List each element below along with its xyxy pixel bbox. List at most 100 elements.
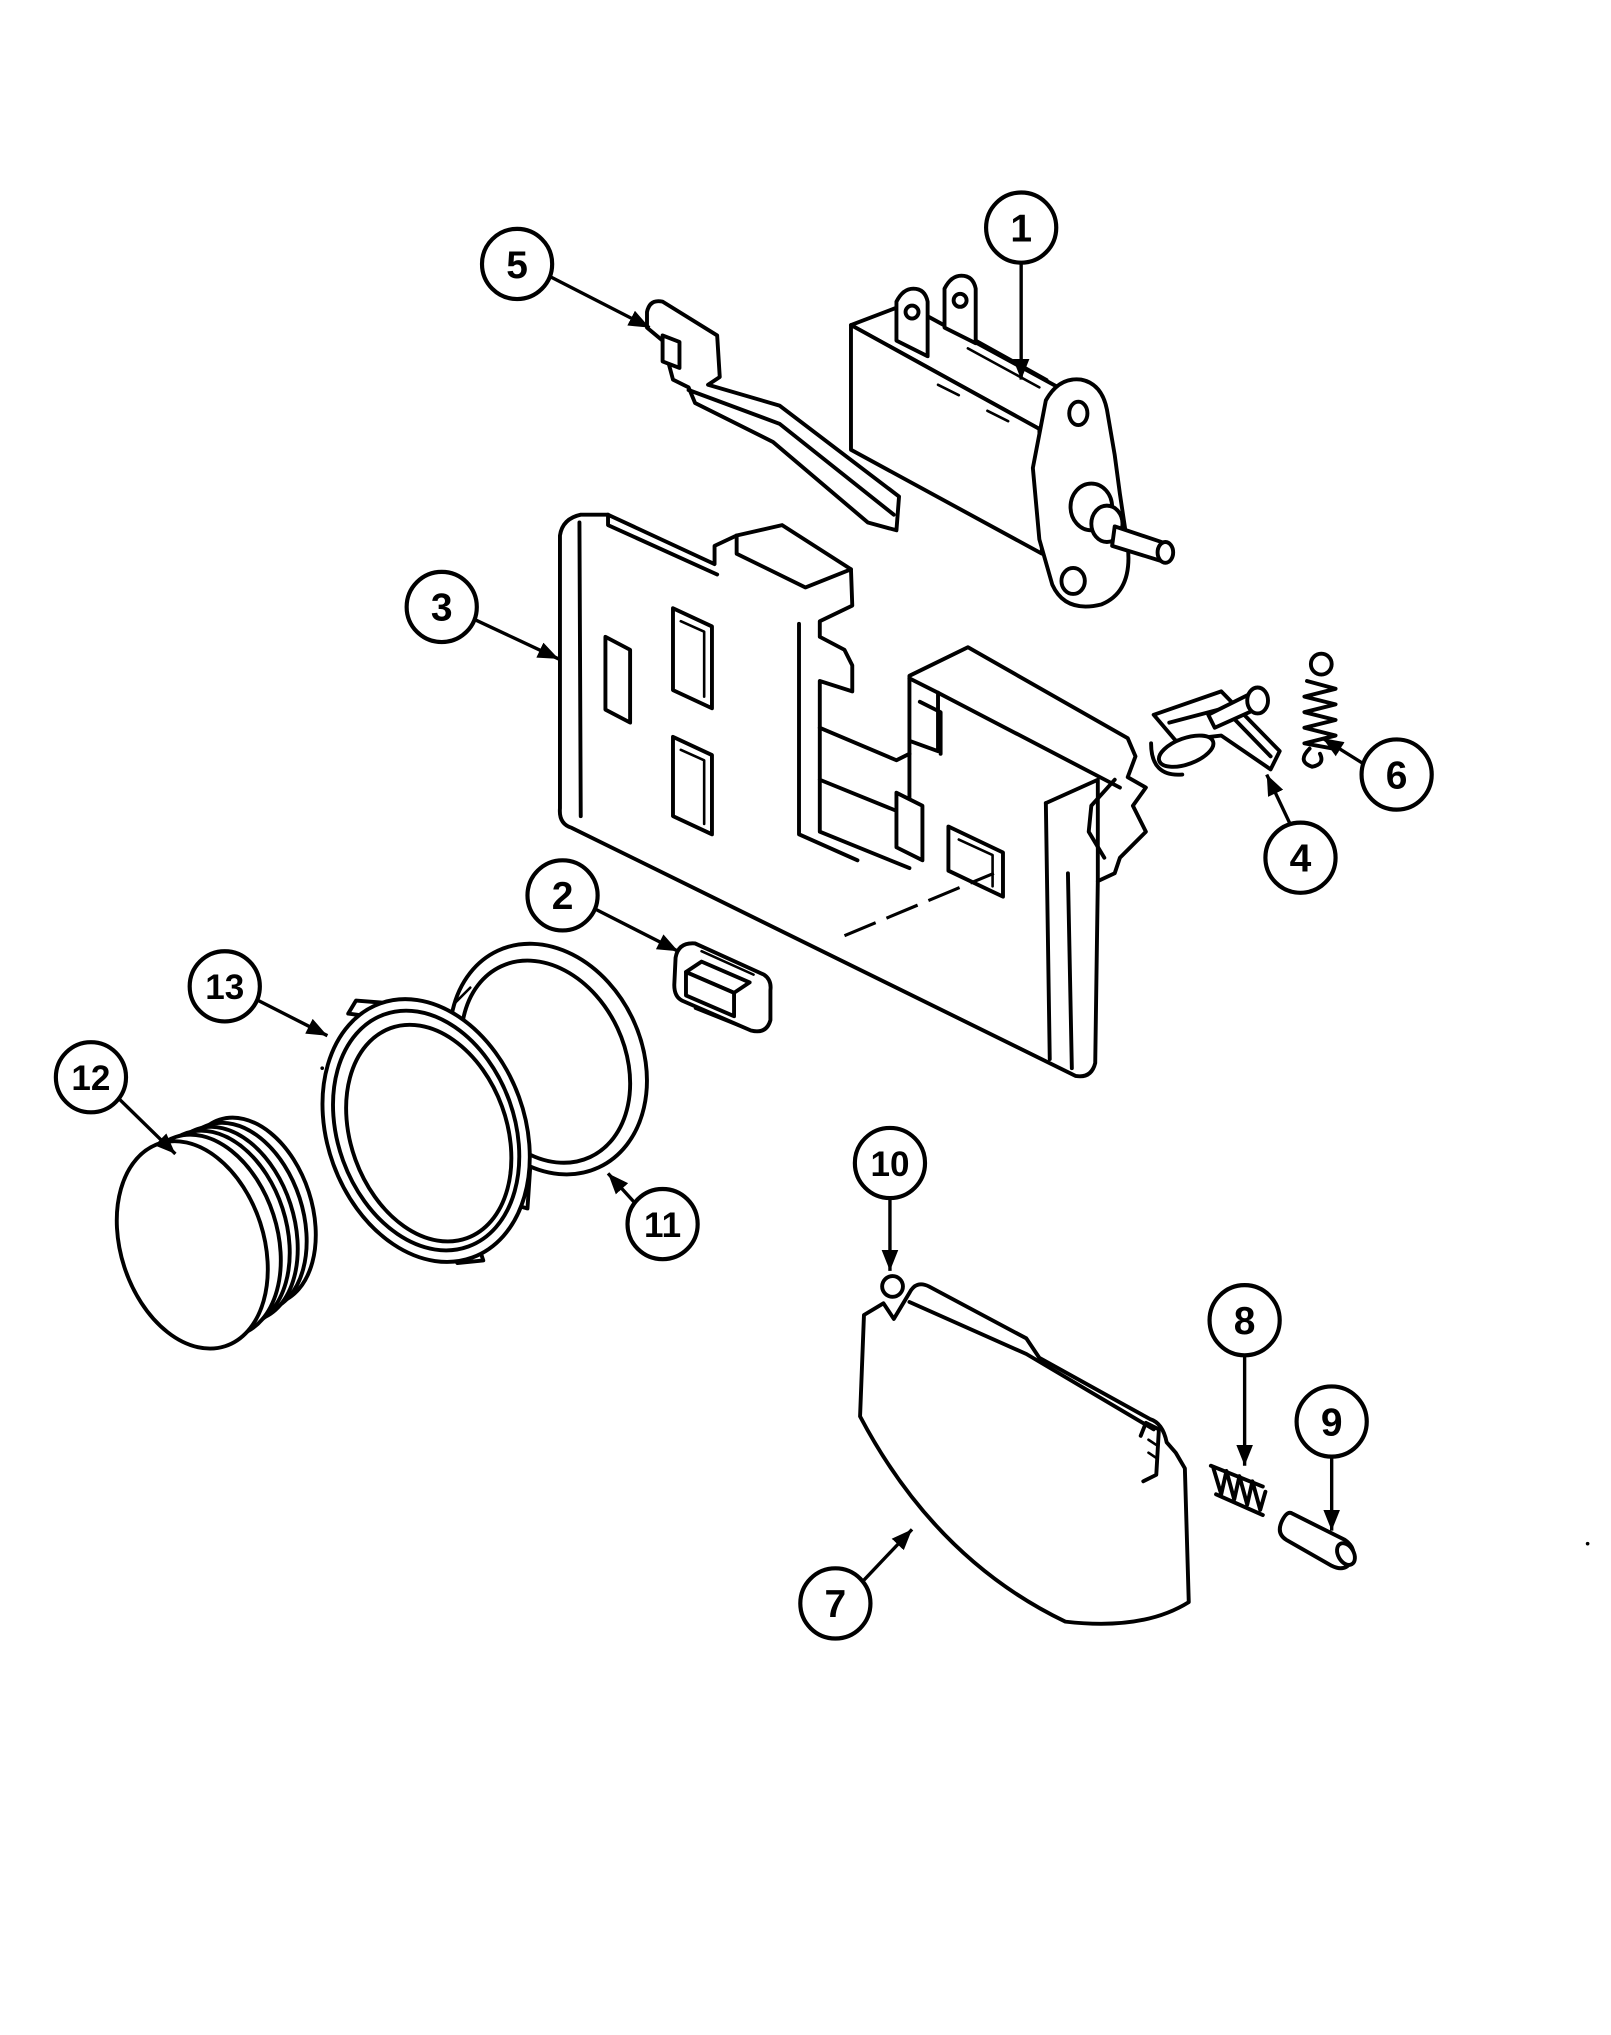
- callout-13-circle: [187, 949, 262, 1024]
- callout-2-label: 2: [552, 875, 574, 918]
- callout-5-label: 5: [506, 244, 528, 287]
- part-13-inner: [344, 1022, 514, 1244]
- callout-3-circle: [404, 569, 479, 645]
- part-5-lever: [645, 299, 901, 533]
- callout-7-arrow: [862, 1528, 914, 1582]
- part-3-top-edge: [606, 512, 720, 577]
- callout-2-arrow: [595, 908, 679, 953]
- callout-6-arrow: [1321, 736, 1366, 766]
- part-2-button-front: [684, 970, 736, 1019]
- part-3-slot-left: [603, 634, 633, 725]
- callout-3: 3: [404, 569, 479, 645]
- part-3-lower-flange-a: [1043, 801, 1052, 1062]
- callout-8-circle: [1207, 1283, 1282, 1358]
- part-4-latch: [1149, 685, 1282, 777]
- callout-11-arrow: [606, 1172, 636, 1204]
- part-6-hook-top: [1308, 651, 1334, 677]
- part-3-slot-lower-inner: [679, 748, 706, 826]
- part-1-shaft-end: [1155, 540, 1176, 565]
- part-3-inner-ledge: [817, 725, 912, 763]
- callout-10: 10: [852, 1125, 928, 1201]
- part-3-slot-right: [946, 824, 1005, 899]
- part-3-channel-right: [817, 777, 912, 871]
- callout-1: 1: [984, 190, 1059, 265]
- assembly-dashed-line: [843, 871, 995, 938]
- part-7-outline: [858, 1282, 1191, 1626]
- callout-9-circle: [1294, 1384, 1369, 1459]
- part-7-top-edge: [907, 1300, 1156, 1432]
- part-1-terminal-a: [894, 286, 930, 359]
- part-4-roller: [1156, 733, 1216, 769]
- callout-10-circle: [852, 1125, 928, 1201]
- part-1-terminal-b-hole: [951, 291, 969, 309]
- callout-1-circle: [984, 190, 1059, 265]
- part-3-box-tab: [917, 699, 943, 756]
- callout-4: 4: [1263, 820, 1338, 895]
- callout-11-label: 11: [644, 1206, 681, 1245]
- callout-4-arrow: [1265, 773, 1292, 825]
- part-3-block-edge: [734, 533, 853, 590]
- callout-8-label: 8: [1234, 1300, 1256, 1343]
- callout-8: 8: [1207, 1283, 1282, 1358]
- part-7-door: [858, 1282, 1191, 1626]
- callout-13-label: 13: [205, 968, 244, 1007]
- part-9-pin: [1277, 1510, 1357, 1571]
- callout-11: 11: [625, 1186, 700, 1262]
- callout-13-arrow: [257, 999, 329, 1038]
- part-7-hinge: [1138, 1420, 1161, 1484]
- part-3-slot-upper-inner: [679, 619, 706, 698]
- callout-12: 12: [53, 1040, 129, 1115]
- leader-arrows: [118, 262, 1366, 1582]
- part-3-channel-left: [797, 621, 860, 863]
- callout-10-label: 10: [870, 1145, 909, 1184]
- part-1-flange-hole-top: [1067, 399, 1090, 428]
- callout-6-circle: [1359, 737, 1434, 812]
- part-10-pin-head: [880, 1274, 905, 1299]
- callout-12-label: 12: [71, 1059, 110, 1098]
- part-5-slot: [660, 333, 682, 370]
- part-1-terminal-b: [942, 273, 978, 346]
- part-11-split: [453, 986, 472, 1005]
- part-6-spring: [1301, 651, 1338, 769]
- part-1-flange-hole-bottom: [1059, 566, 1087, 596]
- part-8-spring: [1208, 1463, 1268, 1518]
- part-6-coil: [1302, 679, 1338, 751]
- part-3-slot-upper: [671, 606, 714, 711]
- speck-right: [1585, 1541, 1590, 1546]
- part-7-hinge-detail: [1147, 1438, 1158, 1460]
- part-3-outline: [557, 512, 1148, 1079]
- callout-7-circle: [798, 1566, 873, 1641]
- part-3-left-flange-edge: [577, 520, 583, 819]
- callout-3-label: 3: [431, 587, 453, 630]
- part-5-edge: [686, 388, 896, 517]
- callout-12-circle: [53, 1040, 129, 1115]
- part-3-lower-flange-b: [1065, 871, 1074, 1071]
- part-1-windings: [936, 339, 1049, 423]
- callout-11-circle: [625, 1186, 700, 1262]
- part-3-bracket: [557, 512, 1148, 1079]
- part-5-outline: [645, 299, 901, 533]
- callout-6: 6: [1359, 737, 1434, 812]
- part-3-lower-flange-c: [1043, 777, 1100, 884]
- part-10-pin: [880, 1274, 905, 1299]
- callout-5-arrow: [550, 275, 651, 330]
- callout-3-arrow: [474, 618, 560, 661]
- callout-13: 13: [187, 949, 262, 1024]
- part-3-slot-mid: [894, 790, 925, 863]
- part-3-slot-lower: [671, 734, 714, 837]
- callout-4-circle: [1263, 820, 1338, 895]
- part-12-cap: [114, 1115, 318, 1351]
- part-13-bezel: [320, 997, 533, 1265]
- part-1-switch: [849, 273, 1176, 609]
- part-9-end: [1335, 1541, 1357, 1567]
- callout-2-circle: [525, 858, 600, 933]
- callout-5-circle: [479, 226, 555, 302]
- part-2-texture: [693, 949, 755, 1031]
- part-6-hook-bottom: [1301, 746, 1324, 769]
- callout-2: 2: [525, 858, 600, 933]
- callout-5: 5: [479, 226, 555, 302]
- callout-7: 7: [798, 1566, 873, 1641]
- part-4-bolt-head: [1245, 685, 1270, 716]
- callout-6-label: 6: [1386, 754, 1408, 797]
